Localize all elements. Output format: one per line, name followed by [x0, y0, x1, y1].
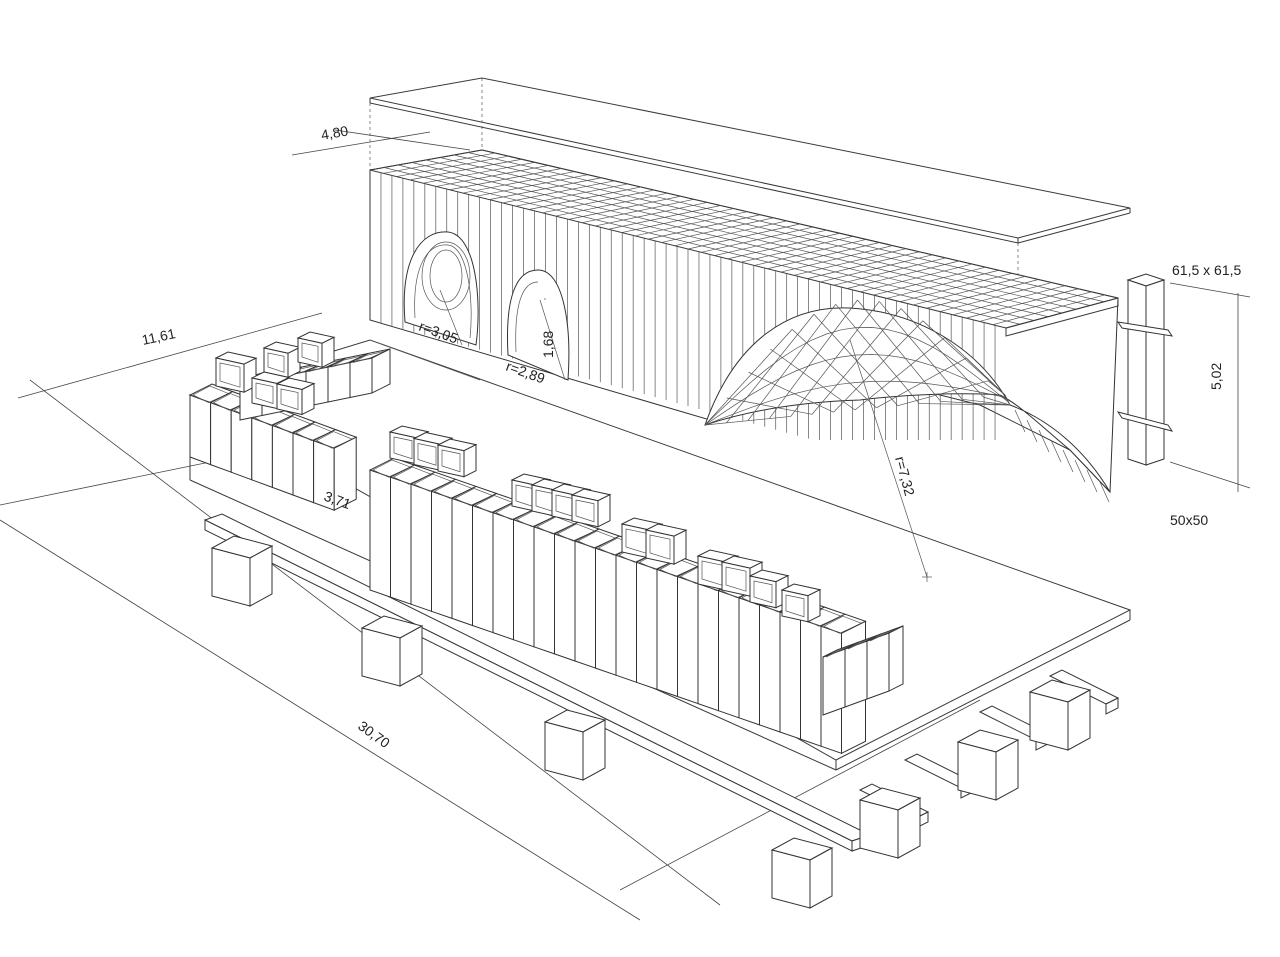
roof-slab: [369, 77, 1131, 290]
label-grid-module: 61,5 x 61,5: [1172, 262, 1241, 278]
dimension-lines: [0, 129, 1251, 921]
label-length: 30,70: [355, 717, 393, 751]
label-height: 5,02: [1208, 363, 1224, 390]
dimension-labels: 4,80 11,61 30,70 3,71 r=3,05 r=2,89 1,68…: [140, 122, 1241, 751]
lattice-vault: [704, 299, 1111, 503]
label-vault-radius: r=7,32: [892, 455, 918, 498]
shelf-boxes: [188, 331, 904, 755]
main-wall: [369, 149, 1119, 494]
radius-markers: [439, 289, 932, 582]
label-width: 11,61: [140, 325, 177, 348]
label-roof-depth: 4,80: [320, 122, 350, 143]
label-beam-section: 50x50: [1170, 512, 1208, 528]
column-assembly: [1116, 273, 1174, 466]
piers: [210, 535, 1092, 909]
label-arch2-height: 1,68: [540, 331, 556, 358]
arch-openings: [403, 231, 570, 381]
